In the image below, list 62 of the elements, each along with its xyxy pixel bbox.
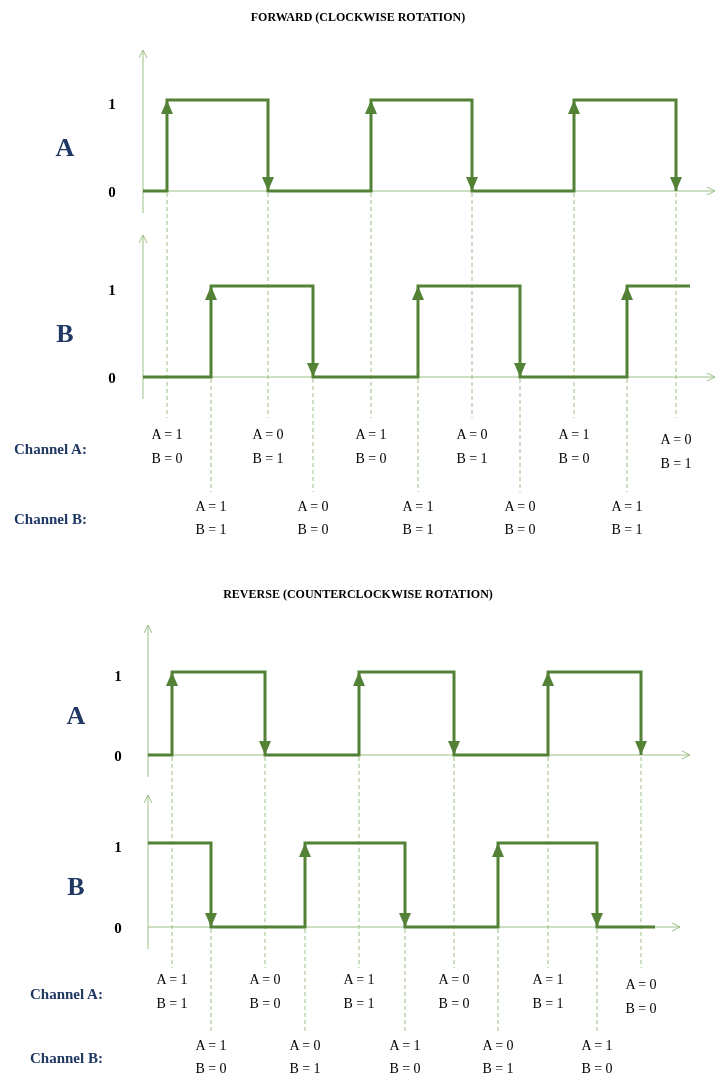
state-label: B = 0	[389, 1061, 421, 1077]
state-label: B = 1	[289, 1061, 321, 1077]
state-label: A = 0	[252, 427, 284, 443]
signal-name: B	[56, 319, 74, 348]
state-label: A = 0	[297, 499, 329, 515]
state-label: B = 1	[343, 996, 375, 1012]
state-label: A = 0	[482, 1038, 514, 1054]
state-label: A = 0	[625, 977, 657, 993]
state-label: A = 0	[249, 972, 281, 988]
level-label: 1	[114, 838, 122, 856]
state-label: B = 0	[625, 1001, 657, 1017]
signal-name: A	[66, 701, 86, 730]
row-label: Channel B:	[14, 510, 87, 528]
state-label: A = 1	[156, 972, 188, 988]
level-label: 0	[108, 369, 116, 387]
level-label: 1	[108, 95, 116, 113]
chart-title: REVERSE (COUNTERCLOCKWISE ROTATION)	[223, 588, 493, 602]
state-label: A = 1	[355, 427, 387, 443]
state-label: B = 0	[581, 1061, 613, 1077]
row-label: Channel A:	[30, 985, 103, 1003]
state-label: A = 0	[504, 499, 536, 515]
state-label: A = 1	[151, 427, 183, 443]
state-label: B = 1	[611, 522, 643, 538]
state-label: B = 0	[195, 1061, 227, 1077]
state-label: B = 1	[156, 996, 188, 1012]
state-label: A = 1	[402, 499, 434, 515]
state-label: B = 1	[456, 451, 488, 467]
state-label: B = 0	[151, 451, 183, 467]
state-label: A = 0	[289, 1038, 321, 1054]
state-label: B = 1	[482, 1061, 514, 1077]
state-label: A = 1	[195, 1038, 227, 1054]
state-label: A = 1	[195, 499, 227, 515]
level-label: 1	[114, 667, 122, 685]
state-label: B = 1	[402, 522, 434, 538]
state-label: A = 1	[558, 427, 590, 443]
state-label: B = 0	[249, 996, 281, 1012]
state-label: A = 1	[581, 1038, 613, 1054]
signal-name: A	[55, 133, 75, 162]
state-label: B = 1	[532, 996, 564, 1012]
state-label: A = 1	[343, 972, 375, 988]
signal-name: B	[67, 872, 85, 902]
row-label: Channel B:	[30, 1049, 103, 1067]
state-label: B = 0	[355, 451, 387, 467]
level-label: 1	[108, 281, 116, 299]
level-label: 0	[114, 747, 122, 765]
state-label: B = 1	[252, 451, 284, 467]
state-label: B = 1	[660, 456, 692, 472]
level-label: 0	[114, 919, 122, 937]
state-label: B = 0	[558, 451, 590, 467]
state-label: B = 0	[297, 522, 329, 538]
state-label: B = 1	[195, 522, 227, 538]
state-label: A = 1	[532, 972, 564, 988]
state-label: A = 0	[438, 972, 470, 988]
level-label: 0	[108, 183, 116, 201]
chart-title: FORWARD (CLOCKWISE ROTATION)	[250, 11, 466, 25]
state-label: B = 0	[504, 522, 536, 538]
state-label: A = 1	[611, 499, 643, 515]
row-label: Channel A:	[14, 440, 87, 458]
state-label: A = 1	[389, 1038, 421, 1054]
state-label: A = 0	[456, 427, 488, 443]
state-label: A = 0	[660, 432, 692, 448]
state-label: B = 0	[438, 996, 470, 1012]
